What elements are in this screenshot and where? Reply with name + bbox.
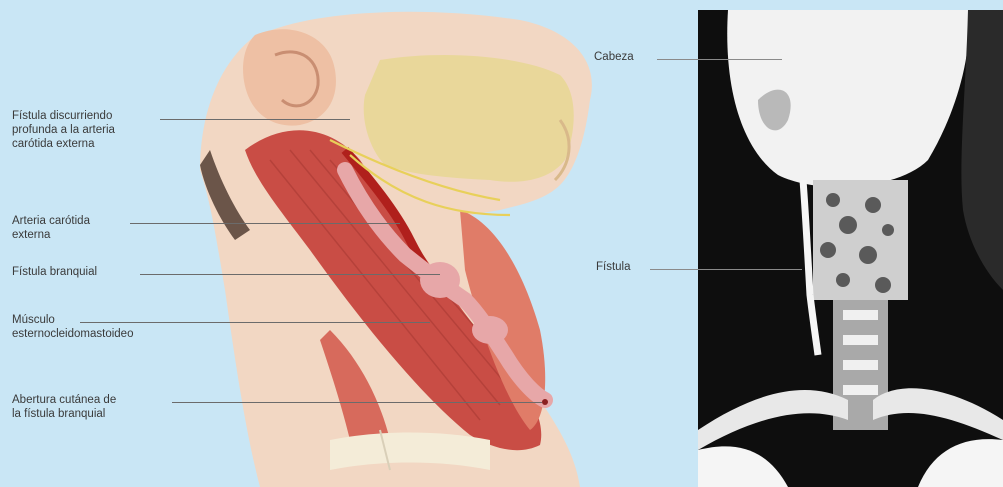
label-xray-fistula: Fístula [596,261,631,273]
leader-xray-fistula [650,269,802,270]
jaw-bone [364,55,574,182]
label-cabeza: Cabeza [594,51,634,63]
leader-fistula-profunda [160,119,350,120]
label-arteria-carotida: Arteria carótida externa [12,214,90,242]
label-fistula-profunda: Fístula discurriendo profunda a la arter… [12,109,115,151]
label-musculo: Músculo esternocleidomastoideo [12,313,133,341]
leader-arteria [130,223,400,224]
leader-fistula-branquial [140,274,440,275]
leader-cabeza [657,59,782,60]
leader-abertura [172,402,542,403]
xray-image [698,10,1003,487]
label-abertura: Abertura cutánea de la fístula branquial [12,393,116,421]
label-fistula-branquial: Fístula branquial [12,265,97,279]
